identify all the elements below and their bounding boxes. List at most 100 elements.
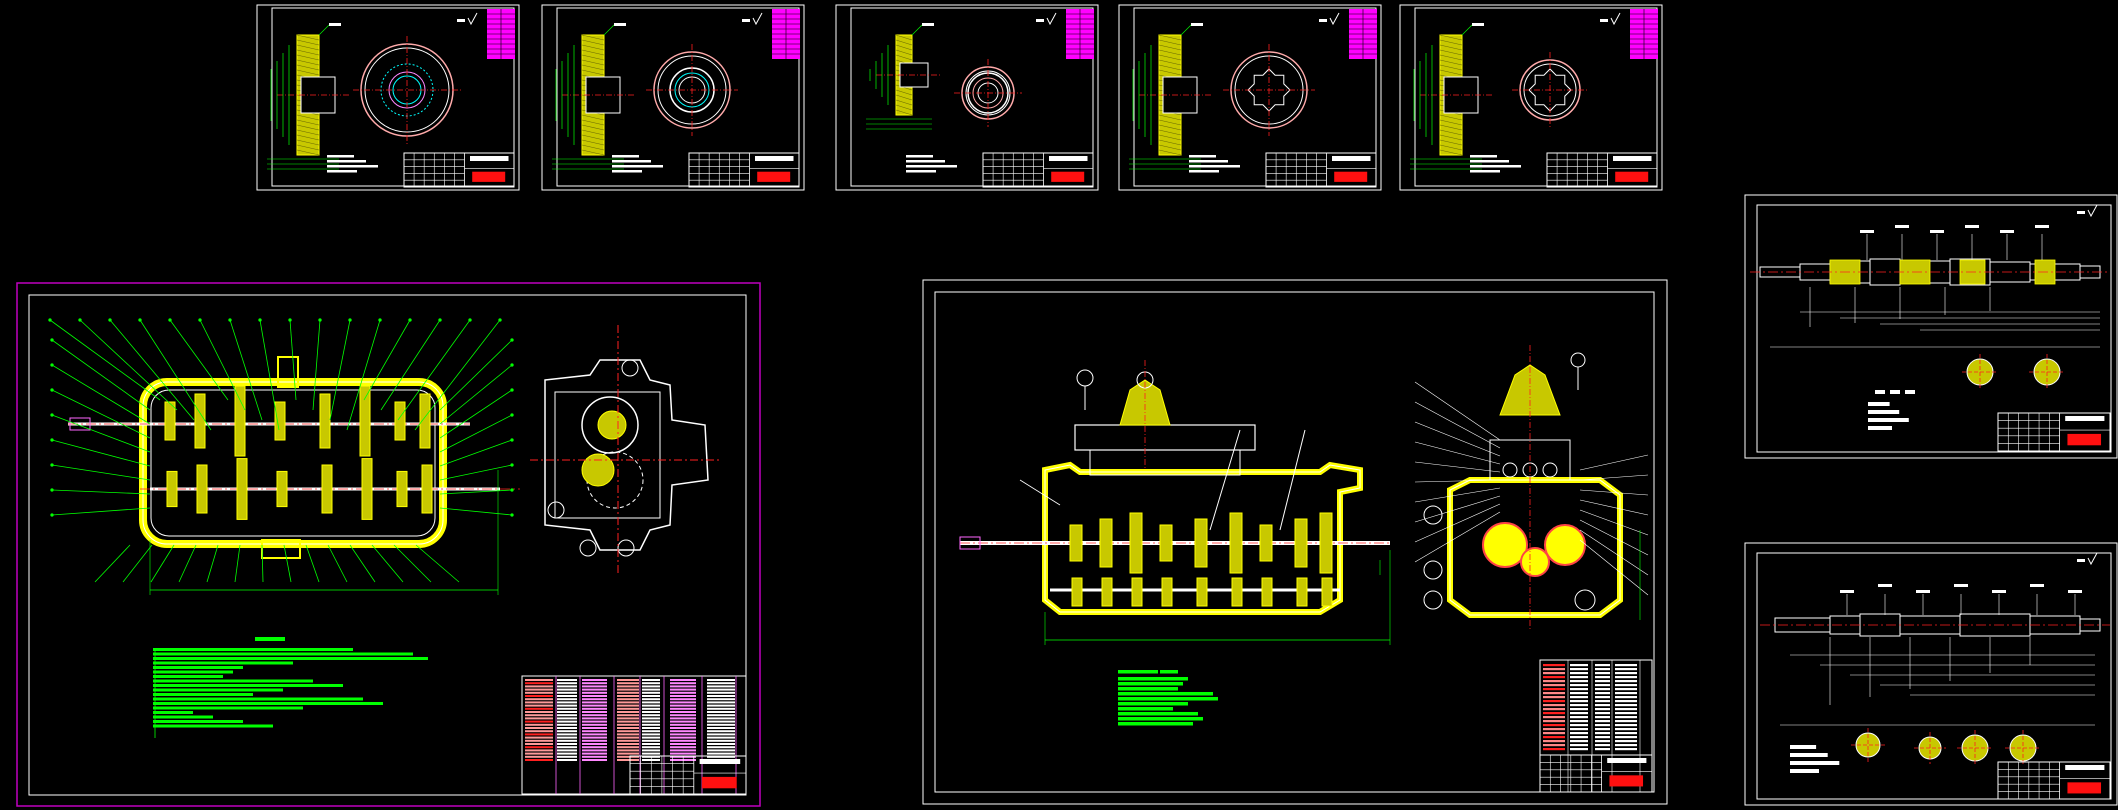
section-view [267,23,349,170]
gear [234,385,246,457]
company-stamp [472,171,506,182]
notes-text [906,155,957,173]
company-stamp [757,171,791,182]
gear [1231,577,1243,607]
gear [276,470,288,508]
gear [274,401,286,441]
gear [1069,524,1083,562]
revision-table [772,9,800,59]
section-view [1129,23,1211,170]
leader-lines [48,318,514,583]
revision-table [1630,9,1658,59]
sheet-border [922,279,1668,805]
gear [1259,524,1273,562]
sheet-frame [271,7,515,187]
gear [1229,512,1243,574]
gear [1196,577,1208,607]
sheet-frame [1756,552,2112,800]
title-text [2065,765,2105,770]
title-block [1539,754,1653,793]
title-text [1613,156,1652,161]
shaft-sheets[interactable] [1744,194,2118,806]
title-text [1049,156,1088,161]
gear-detail-1 [256,4,520,191]
gear-detail-2 [541,4,805,191]
title-text [1332,156,1371,161]
section-view [552,23,634,170]
notes-text [1189,155,1240,173]
revision-table [1349,9,1377,59]
notes-text [1868,402,1909,430]
title-block [688,152,800,188]
gear [1296,577,1308,607]
sheet-frame [556,7,800,187]
sheet-border [1118,4,1382,191]
shift-cover [1074,424,1256,451]
company-stamp [2067,782,2102,794]
technical-notes [153,637,428,738]
gear [1159,524,1173,562]
parts-list [521,675,747,795]
sheet-border [256,4,520,191]
top-plug [277,356,299,388]
gear [396,470,408,508]
notes-text [1790,745,1840,773]
notes-text [1470,155,1521,173]
title-text [755,156,794,161]
section-view [1410,23,1492,170]
gear [321,464,333,514]
roughness-symbol [2077,204,2098,218]
parts-list [1539,659,1653,793]
sheet-border [1744,542,2118,806]
shaft-detail-1 [1744,194,2118,459]
title-text [2065,416,2105,421]
title-text [1607,758,1647,763]
title-block [1265,152,1377,188]
gear [196,464,208,514]
sheet-frame [1756,204,2112,453]
gear [1099,518,1113,568]
cross-section [1855,732,1881,758]
section-sheet[interactable] [922,279,1668,805]
end-view [1223,44,1315,136]
gear [319,393,331,449]
gear [1129,512,1143,574]
gear [359,385,371,457]
gear [1101,577,1113,607]
selection-border [16,282,761,807]
sheet-border [1744,194,2118,459]
shaft-detail-2 [1744,542,2118,806]
end-view [1512,52,1588,128]
hub-detail-1 [1118,4,1382,191]
revision-table [1066,9,1094,59]
hub-detail-2 [1399,4,1663,191]
sheet-frame [28,294,747,796]
sheet-frame [1133,7,1377,187]
section-view [866,23,942,130]
gear [1161,577,1173,607]
title-block [629,755,747,795]
gear [194,393,206,449]
roughness-symbol [457,12,478,26]
gear [361,458,373,520]
company-stamp [1051,171,1085,182]
assembly-sheet[interactable] [16,282,761,807]
sheet-border [835,4,1099,191]
gear [1294,518,1308,568]
gear [419,393,431,449]
company-stamp [1609,775,1644,787]
title-block [982,152,1094,188]
gear [166,470,178,508]
technical-notes [1118,670,1218,726]
end-view [954,59,1022,127]
gearbox-cross-section [959,360,1391,645]
assembly-end-view [530,325,720,575]
roughness-symbol [1036,12,1057,26]
notes-text [327,155,378,173]
section-end-view [1414,345,1649,630]
roughness-symbol [2077,552,2098,566]
gear [164,401,176,441]
sheet-frame [850,7,1094,187]
detail-sheets [256,4,1663,191]
